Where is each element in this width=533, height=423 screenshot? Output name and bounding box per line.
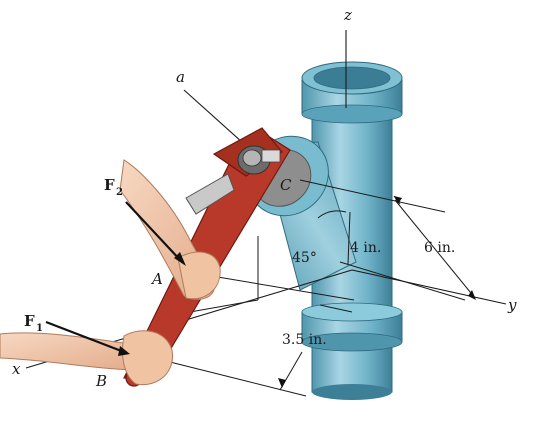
y-axis-line (351, 269, 507, 305)
x-axis-label: x (12, 360, 21, 378)
a-axis-label: a (176, 68, 185, 86)
force-f2-subscript: 2 (116, 187, 123, 198)
fitting-cap (237, 145, 281, 175)
force-f1-label: F (24, 312, 35, 330)
force-f1-subscript: 1 (36, 323, 43, 334)
dim-6in-label: 6 in. (424, 240, 455, 256)
z-axis-label: z (343, 6, 352, 24)
dim-3-5in-label: 3.5 in. (282, 332, 327, 348)
vertical-pipe (301, 61, 403, 400)
upper-hand (119, 159, 221, 300)
force-arrow-f1 (45, 320, 130, 356)
force-arrow-f2 (125, 201, 186, 266)
point-c-label: C (280, 176, 292, 194)
lower-hand (0, 330, 174, 386)
y-axis-label: y (507, 296, 517, 314)
dimension-arrowheads (278, 196, 476, 388)
point-a-label: A (150, 270, 163, 288)
force-f2-label: F (104, 176, 115, 194)
angle-label: 45° (292, 250, 317, 266)
dim-4in-label: 4 in. (350, 240, 381, 256)
point-b-label: B (95, 372, 107, 390)
